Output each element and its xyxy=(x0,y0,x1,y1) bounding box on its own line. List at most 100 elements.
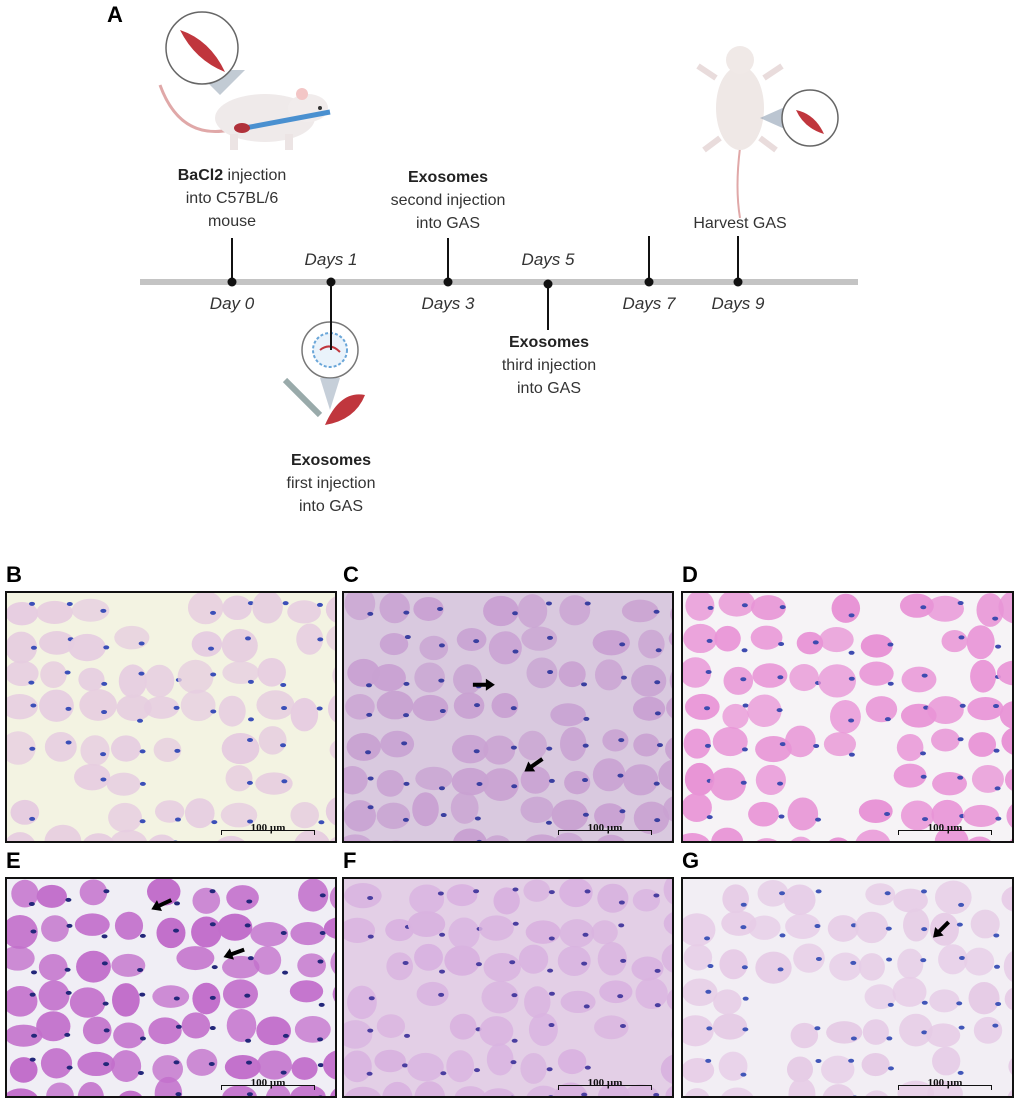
muscle-fiber xyxy=(344,800,376,832)
muscle-fiber xyxy=(683,657,712,688)
nucleus xyxy=(139,933,146,938)
muscle-fiber xyxy=(252,593,283,624)
muscle-fiber xyxy=(668,631,672,646)
muscle-fiber xyxy=(323,1050,335,1080)
panel-label-f: F xyxy=(343,848,357,873)
nucleus xyxy=(920,774,927,779)
muscle-fiber xyxy=(683,1057,715,1083)
muscle-fiber xyxy=(491,693,519,719)
muscle-fiber xyxy=(748,915,781,940)
muscle-fiber xyxy=(594,1015,629,1040)
muscle-fiber xyxy=(968,732,997,757)
nucleus xyxy=(548,1023,555,1028)
nucleus xyxy=(618,900,625,905)
muscle-fiber xyxy=(526,1085,561,1096)
nucleus xyxy=(958,635,965,640)
muscle-fiber xyxy=(623,1084,659,1096)
nucleus xyxy=(546,635,553,640)
nucleus xyxy=(317,1063,324,1068)
nucleus xyxy=(779,891,786,896)
muscle-fiber xyxy=(149,834,175,841)
muscle-fiber xyxy=(719,949,748,980)
nucleus xyxy=(654,680,661,685)
nucleus xyxy=(653,893,660,898)
nucleus xyxy=(959,955,966,960)
muscle-fiber xyxy=(525,920,561,944)
nucleus xyxy=(617,994,624,999)
muscle-fiber xyxy=(899,593,934,618)
muscle-fiber xyxy=(344,917,376,944)
nucleus xyxy=(512,649,519,654)
muscle-fiber xyxy=(148,1017,182,1045)
muscle-fiber xyxy=(344,1086,381,1096)
muscle-fiber xyxy=(290,697,319,732)
nucleus xyxy=(583,1004,590,1009)
muscle-fiber xyxy=(36,1011,71,1042)
nucleus xyxy=(884,811,891,816)
muscle-fiber xyxy=(186,1048,218,1076)
nucleus xyxy=(619,1024,626,1029)
nucleus xyxy=(439,969,446,974)
muscle-fiber xyxy=(713,989,742,1015)
muscle-fiber xyxy=(291,1057,318,1080)
bacl2-line2: into C57BL/6 xyxy=(185,190,279,207)
muscle-fiber xyxy=(670,608,672,621)
nucleus xyxy=(476,781,483,786)
nucleus xyxy=(66,923,73,928)
nucleus xyxy=(28,680,35,685)
nucleus xyxy=(66,1065,73,1070)
muscle-fiber xyxy=(9,1057,38,1083)
panel-label-a: A xyxy=(107,2,123,27)
nucleus xyxy=(439,932,446,937)
nucleus xyxy=(884,891,891,896)
nucleus xyxy=(175,1092,182,1096)
arrow-marker xyxy=(933,920,951,938)
scale-bar: 100 µm xyxy=(558,1077,652,1090)
muscle-fiber xyxy=(661,943,672,973)
nucleus xyxy=(317,637,324,642)
muscle-fiber xyxy=(114,625,150,650)
muscle-fiber xyxy=(323,917,335,939)
nucleus xyxy=(848,752,855,757)
muscle-fiber xyxy=(786,1056,814,1083)
nucleus xyxy=(210,610,217,615)
nucleus xyxy=(957,601,964,606)
muscle-fiber xyxy=(44,731,77,762)
nucleus xyxy=(473,639,480,644)
histology-panel-f: 100 µm xyxy=(342,877,674,1098)
muscle-fiber xyxy=(752,663,788,688)
dot-day0 xyxy=(227,277,237,287)
nucleus xyxy=(582,743,589,748)
nucleus xyxy=(815,1058,822,1063)
muscle-fiber xyxy=(222,979,259,1009)
nucleus xyxy=(920,889,927,894)
muscle-fiber xyxy=(551,799,589,831)
muscle-fiber xyxy=(748,801,779,827)
muscle-fiber xyxy=(931,799,964,829)
muscle-fiber xyxy=(330,951,335,974)
muscle-fiber xyxy=(448,917,480,950)
muscle-fiber xyxy=(382,1081,413,1096)
muscle-fiber xyxy=(671,1028,672,1040)
nucleus xyxy=(852,1095,857,1096)
nucleus xyxy=(848,650,855,655)
nucleus xyxy=(438,786,445,791)
muscle-fiber xyxy=(594,659,624,691)
muscle-fiber xyxy=(861,1052,890,1077)
muscle-fiber xyxy=(191,916,222,948)
muscle-fiber xyxy=(901,666,937,693)
nucleus xyxy=(174,748,181,753)
muscle-fiber xyxy=(479,1016,514,1047)
nucleus xyxy=(440,813,447,818)
muscle-fiber xyxy=(1001,727,1012,755)
muscle-fiber xyxy=(860,634,893,658)
muscle-fiber xyxy=(968,836,991,841)
nucleus xyxy=(210,672,217,677)
histology-panel-g: 100 µm xyxy=(681,877,1014,1098)
muscle-fiber xyxy=(826,1021,863,1044)
muscle-fiber xyxy=(416,981,449,1006)
muscle-fiber xyxy=(999,701,1012,729)
muscle-fiber xyxy=(79,879,108,906)
muscle-fiber xyxy=(631,664,667,697)
nucleus xyxy=(281,779,288,784)
